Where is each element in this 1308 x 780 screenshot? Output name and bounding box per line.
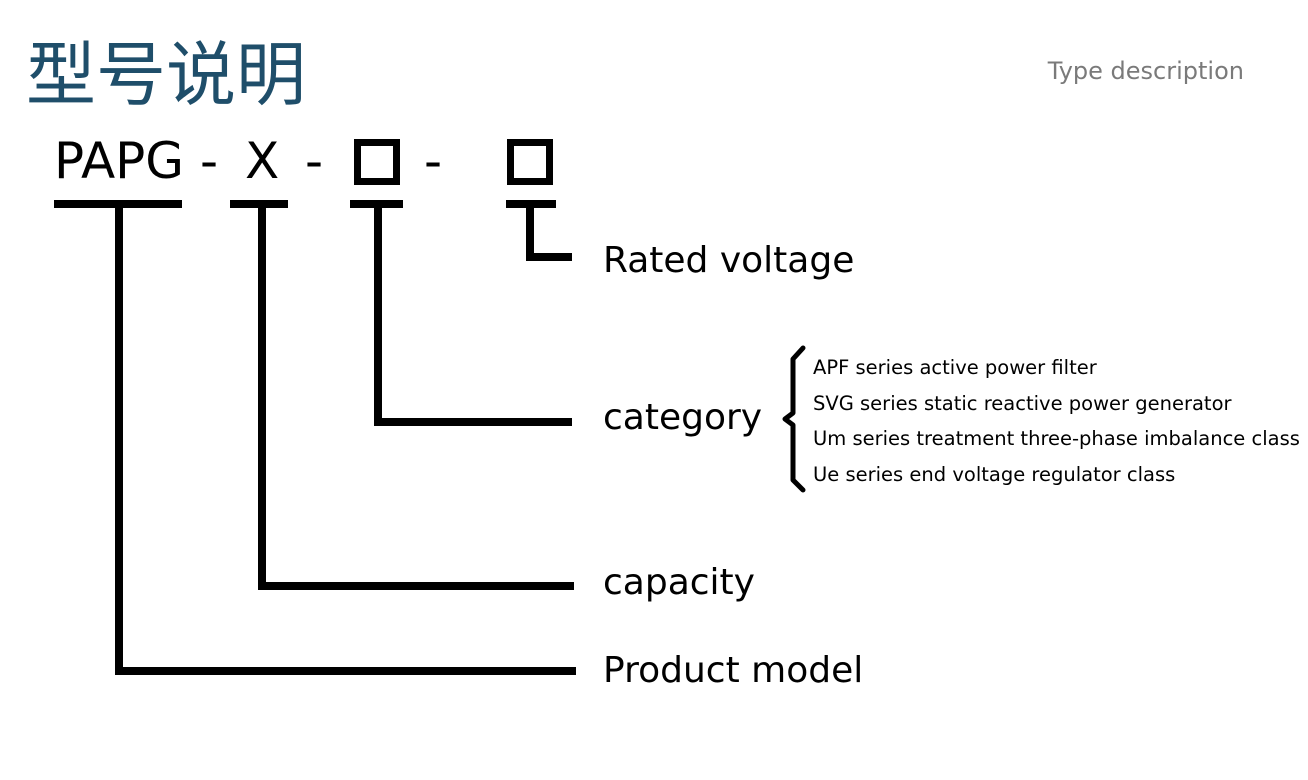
category-leader-line [374, 204, 572, 426]
capacity-code: X [245, 132, 279, 190]
product-model-label: Product model [603, 650, 863, 691]
capacity-label: capacity [603, 562, 755, 603]
separator-3: - [424, 132, 442, 190]
model-prefix: PAPG [54, 132, 184, 190]
category-label: category [603, 397, 762, 438]
category-option: APF series active power filter [813, 356, 1098, 379]
page-subtitle: Type description [1047, 57, 1244, 85]
separator-1: - [200, 132, 218, 190]
rated-voltage-label: Rated voltage [603, 240, 854, 281]
separator-2: - [305, 132, 323, 190]
category-option: Ue series end voltage regulator class [813, 463, 1175, 486]
category-option: SVG series static reactive power generat… [813, 392, 1233, 415]
product-model-leader-line [115, 204, 576, 675]
voltage-leader-line [526, 204, 572, 261]
voltage-placeholder-box [507, 139, 553, 185]
curly-brace-icon [782, 345, 806, 493]
page-title: 型号说明 [26, 34, 306, 116]
category-placeholder-box [354, 139, 400, 185]
category-option: Um series treatment three-phase imbalanc… [813, 427, 1300, 450]
capacity-leader-line [258, 204, 574, 590]
